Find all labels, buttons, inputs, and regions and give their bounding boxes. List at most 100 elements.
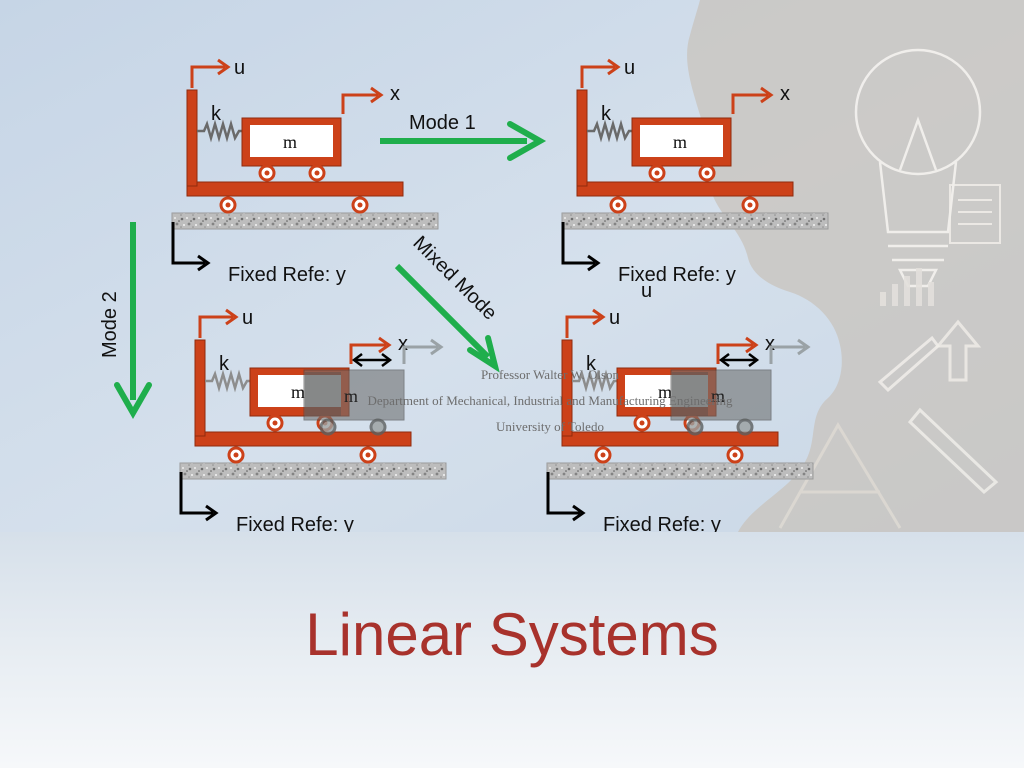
mixed-mode-arrow-head [467,335,500,373]
ground-strip [171,212,439,230]
k-label: k [601,103,612,125]
mass-wheel-hub [704,170,710,176]
u-label: u [242,307,253,329]
wheel-hub [233,452,239,458]
credit-line: Professor Walter W. Olson [480,367,620,382]
notepad-sketch-icon [949,184,1001,244]
reference-label: Fixed Refe: y [618,264,736,286]
mode1-label: Mode 1 [409,112,476,134]
u-arrow-head [607,58,621,76]
mass-label: m [658,382,672,402]
wheel-hub [747,202,753,208]
reference-arrow [561,222,595,265]
spring [205,369,251,393]
ghost-mass-label: m [711,386,725,406]
ghost-overlap [305,372,341,416]
reference-label: Fixed Refe: y [236,514,354,536]
bulb-sketch-icon [854,48,982,288]
x-arrow [341,93,378,114]
k-label: k [586,353,597,375]
spring [572,369,618,393]
x-label: x [765,333,775,355]
ghost-x-arrow-head [797,338,811,356]
ghost-wheel [319,418,337,436]
wheel-hub [615,202,621,208]
cart-post [186,89,198,187]
title-band [0,532,1024,768]
u-arrow [565,315,600,338]
reference-arrow-head [587,254,601,272]
displacement-arrow-left [718,353,730,367]
k-label: k [219,353,230,375]
spring [587,119,633,143]
cart-post [194,339,206,437]
cart-post [576,89,588,187]
mode1-arrow-head [507,121,547,161]
wheel-hub [365,452,371,458]
reference-arrow-head [197,254,211,272]
displacement-arrow-left [351,353,363,367]
mode2-arrow-head [114,382,152,420]
chart-sketch-icon [880,268,934,306]
ghost-x-arrow [402,345,438,364]
ghost-wheel [369,418,387,436]
u-arrow [198,315,233,338]
ghost-wheel [736,418,754,436]
ghost-x-arrow [769,345,805,364]
mixed-mode-arrow [394,263,491,360]
mass-label: m [283,132,297,152]
mass-label: m [673,132,687,152]
ghost-overlap [672,372,708,416]
u-arrow-head [592,308,606,326]
slide-title: Linear Systems [305,601,719,668]
stray-u-label: u [641,280,652,302]
ghost-wheel [686,418,704,436]
mass-inner [640,125,723,157]
mass-wheel-hub [639,420,645,426]
reference-arrow [179,472,213,515]
displacement-arrow-right [381,353,393,367]
ghost-mass-label: m [344,386,358,406]
u-label: u [624,57,635,79]
ground-strip [179,462,447,480]
wheel-hub [732,452,738,458]
mass-wheel-hub [654,170,660,176]
x-arrow-head [760,86,774,104]
presenter-credit: Professor Walter W. Olson Department of … [340,362,760,440]
x-arrow [731,93,768,114]
ghost-mass [303,369,405,421]
reference-arrow-head [205,504,219,522]
x-arrow-head [370,86,384,104]
x-label: x [398,333,408,355]
u-arrow-head [225,308,239,326]
cart-base [194,431,412,447]
displacement-arrow-right [748,353,760,367]
arrow-up-sketch-icon [934,319,982,382]
mass-inner [250,125,333,157]
credit-line: Department of Mechanical, Industrial and… [367,393,733,408]
x-arrow [349,343,386,364]
u-label: u [609,307,620,329]
credit-line: University of Toledo [496,419,604,434]
mixed-mode-label: Mixed Mode [408,232,501,325]
mass-wheel-hub [314,170,320,176]
reference-arrow-head [572,504,586,522]
ruler-sketch-icon [778,422,902,529]
k-label: k [211,103,222,125]
ground-strip [561,212,829,230]
ghost-mass [670,369,772,421]
wheel-hub [357,202,363,208]
mass-label: m [291,382,305,402]
mass-wheel-hub [272,420,278,426]
cart-post [561,339,573,437]
wheel-hub [600,452,606,458]
spring [197,119,243,143]
u-arrow [190,65,225,88]
cart-base [576,181,794,197]
mass-wheel-hub [264,170,270,176]
